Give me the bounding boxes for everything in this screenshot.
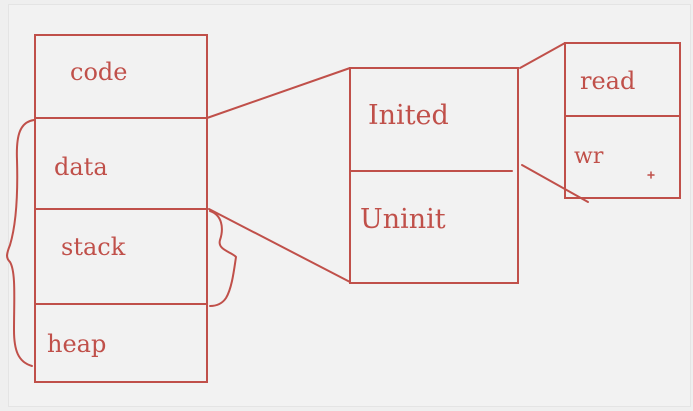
zoom-line-top bbox=[206, 67, 351, 119]
zoom-line-bottom-2 bbox=[521, 164, 589, 203]
zoom-line-bottom bbox=[208, 208, 351, 283]
zoom-line-top-2 bbox=[519, 42, 566, 69]
segment-label-heap: heap bbox=[47, 330, 107, 358]
data-segment-box bbox=[349, 67, 519, 284]
part-label-inited: Inited bbox=[368, 100, 449, 131]
segment-label-data: data bbox=[54, 153, 108, 181]
segment-label-stack: stack bbox=[61, 233, 126, 261]
part-label-wr: wr bbox=[574, 144, 604, 169]
part-label-uninit: Uninit bbox=[360, 204, 446, 235]
inited-segment-box bbox=[564, 42, 681, 199]
stack-brace bbox=[209, 210, 238, 307]
segment-label-code: code bbox=[70, 58, 128, 86]
left-brace bbox=[6, 119, 35, 367]
part-label-read: read bbox=[580, 67, 636, 95]
